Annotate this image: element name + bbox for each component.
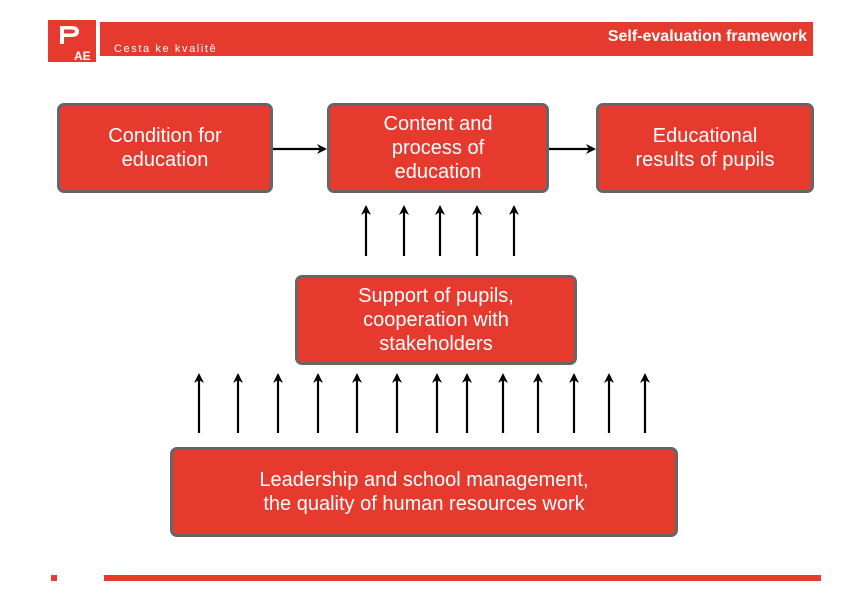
box-support-of-pupils: Support of pupils, cooperation with stak…: [295, 275, 577, 365]
box-leadership: Leadership and school management, the qu…: [170, 447, 678, 537]
page-title: Self-evaluation framework: [607, 28, 807, 45]
box-condition-for-education: Condition for education: [57, 103, 273, 193]
logo-icon: AE: [48, 20, 96, 62]
footer-bar: [104, 575, 821, 581]
footer-square: [51, 575, 57, 581]
header-bar: Self-evaluation framework: [100, 22, 813, 56]
box-content-and-process: Content and process of education: [327, 103, 549, 193]
svg-text:AE: AE: [74, 49, 91, 62]
tagline: Cesta ke kvalitě: [114, 43, 218, 55]
box-educational-results: Educational results of pupils: [596, 103, 814, 193]
